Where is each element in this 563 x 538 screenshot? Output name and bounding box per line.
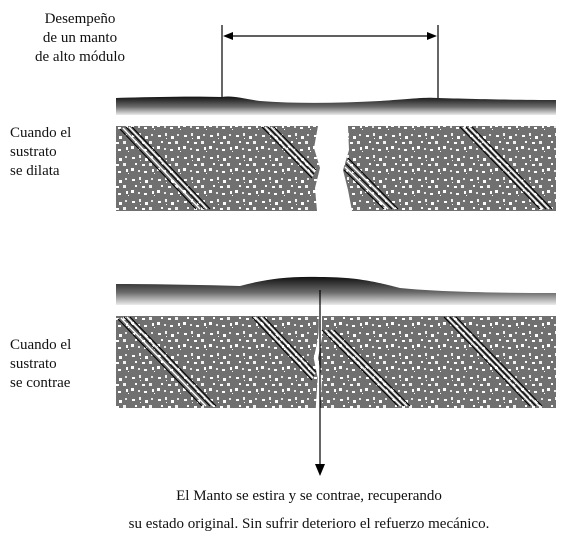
expand-label-line-3: se dilata: [10, 163, 60, 179]
expand-label: Cuando el sustrato se dilata: [10, 124, 71, 181]
bottom-caption-line-2: su estado original. Sin sufrir deterioro…: [128, 516, 490, 532]
contract-label-line-2: sustrato: [10, 356, 57, 372]
expand-label-line-1: Cuando el: [10, 125, 72, 141]
top-caption-line-2: de un manto: [42, 30, 118, 46]
substrate-contracted: [116, 316, 556, 409]
top-caption: Desempeño de un manto de alto módulo: [20, 10, 140, 67]
bottom-caption: El Manto se estira y se contrae, recuper…: [60, 482, 558, 538]
top-caption-line-3: de alto módulo: [35, 49, 125, 65]
expand-label-line-2: sustrato: [10, 144, 57, 160]
membrane-contracted: [116, 276, 556, 305]
contract-label: Cuando el sustrato se contrae: [10, 336, 71, 393]
substrate-expanded: [116, 126, 556, 211]
top-caption-line-1: Desempeño: [44, 11, 116, 27]
contract-label-line-1: Cuando el: [10, 337, 72, 353]
membrane-stretched: [116, 96, 556, 115]
pointer-arrow: [315, 290, 325, 476]
contract-label-line-3: se contrae: [10, 375, 71, 391]
bottom-caption-line-1: El Manto se estira y se contrae, recuper…: [176, 488, 442, 504]
dimension-arrow: [221, 25, 439, 98]
